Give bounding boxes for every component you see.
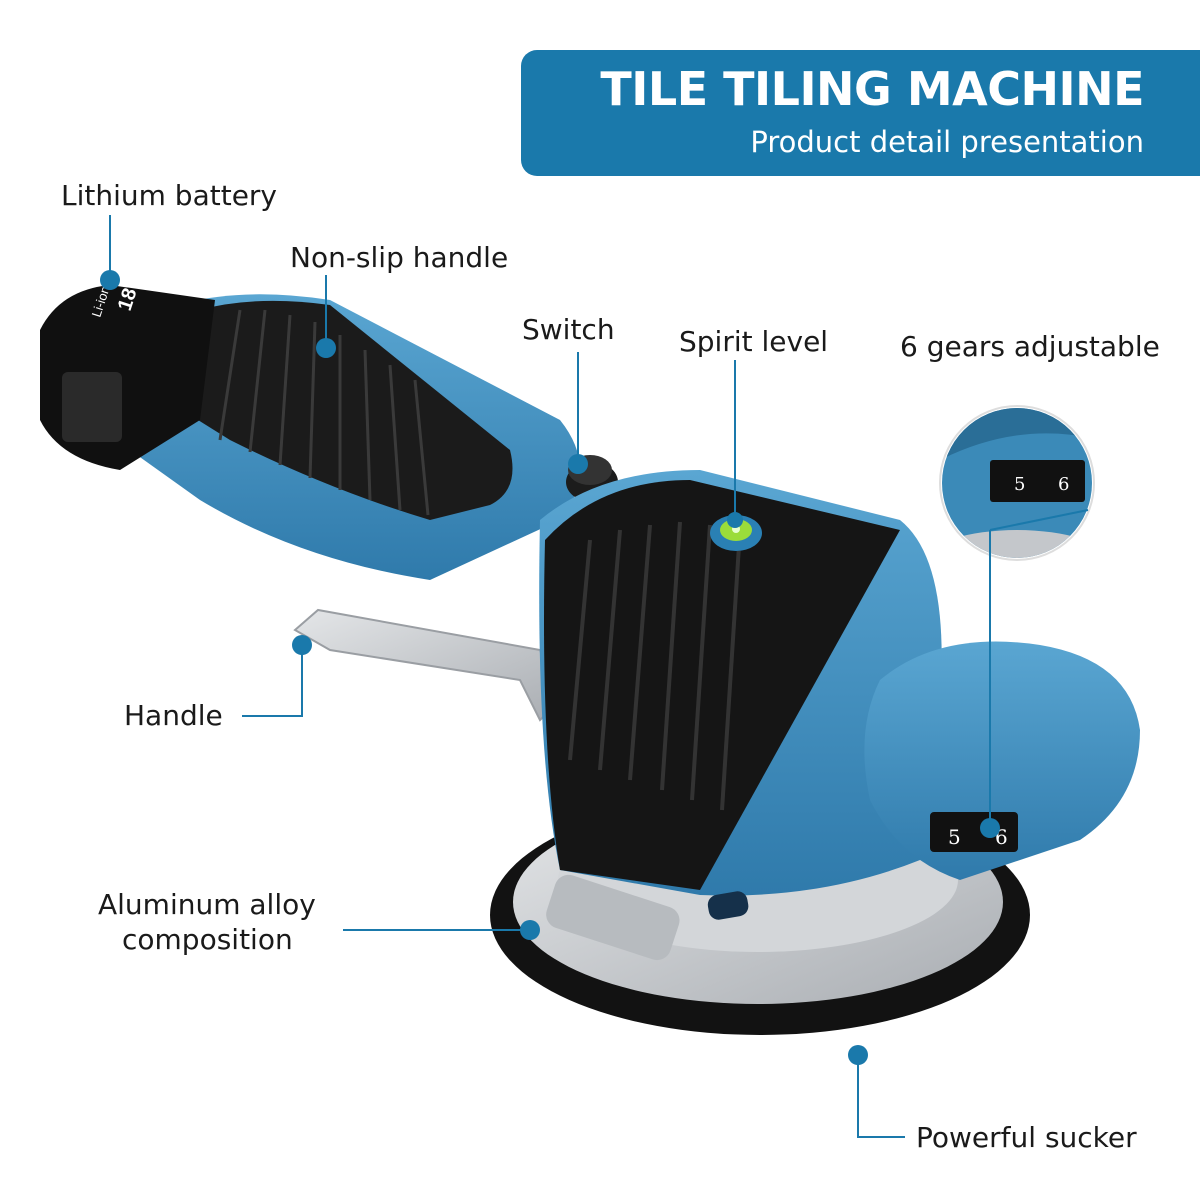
gear-zoom-inset: 5 6 [939,405,1095,561]
tool-handle [120,294,580,580]
gear-number-5: 5 [948,825,961,849]
callout-dots [100,270,1000,1065]
label-switch: Switch [522,313,615,346]
motor-housing [539,470,942,920]
label-powerful-sucker: Powerful sucker [916,1121,1137,1154]
label-handle: Handle [124,699,223,732]
label-lithium-battery: Lithium battery [61,179,278,212]
label-aluminum-alloy-line2: composition [122,923,293,956]
spirit-level [710,515,762,551]
housing-rubber-cover [544,480,900,890]
inset-gear-6: 6 [1058,474,1069,495]
title-banner: TILE TILING MACHINE Product detail prese… [521,50,1200,176]
label-spirit-level: Spirit level [679,325,829,358]
callout-lines [109,215,1089,1138]
banner-title: TILE TILING MACHINE [600,62,1144,116]
banner-subtitle: Product detail presentation [750,125,1144,159]
gear-knob: 5 6 [864,641,1140,880]
carry-handle [293,608,562,722]
label-aluminum-alloy-line1: Aluminum alloy [98,888,316,921]
label-non-slip-handle: Non-slip handle [290,241,509,274]
label-gears-adjustable: 6 gears adjustable [900,330,1160,363]
inset-gear-5: 5 [1014,474,1025,495]
